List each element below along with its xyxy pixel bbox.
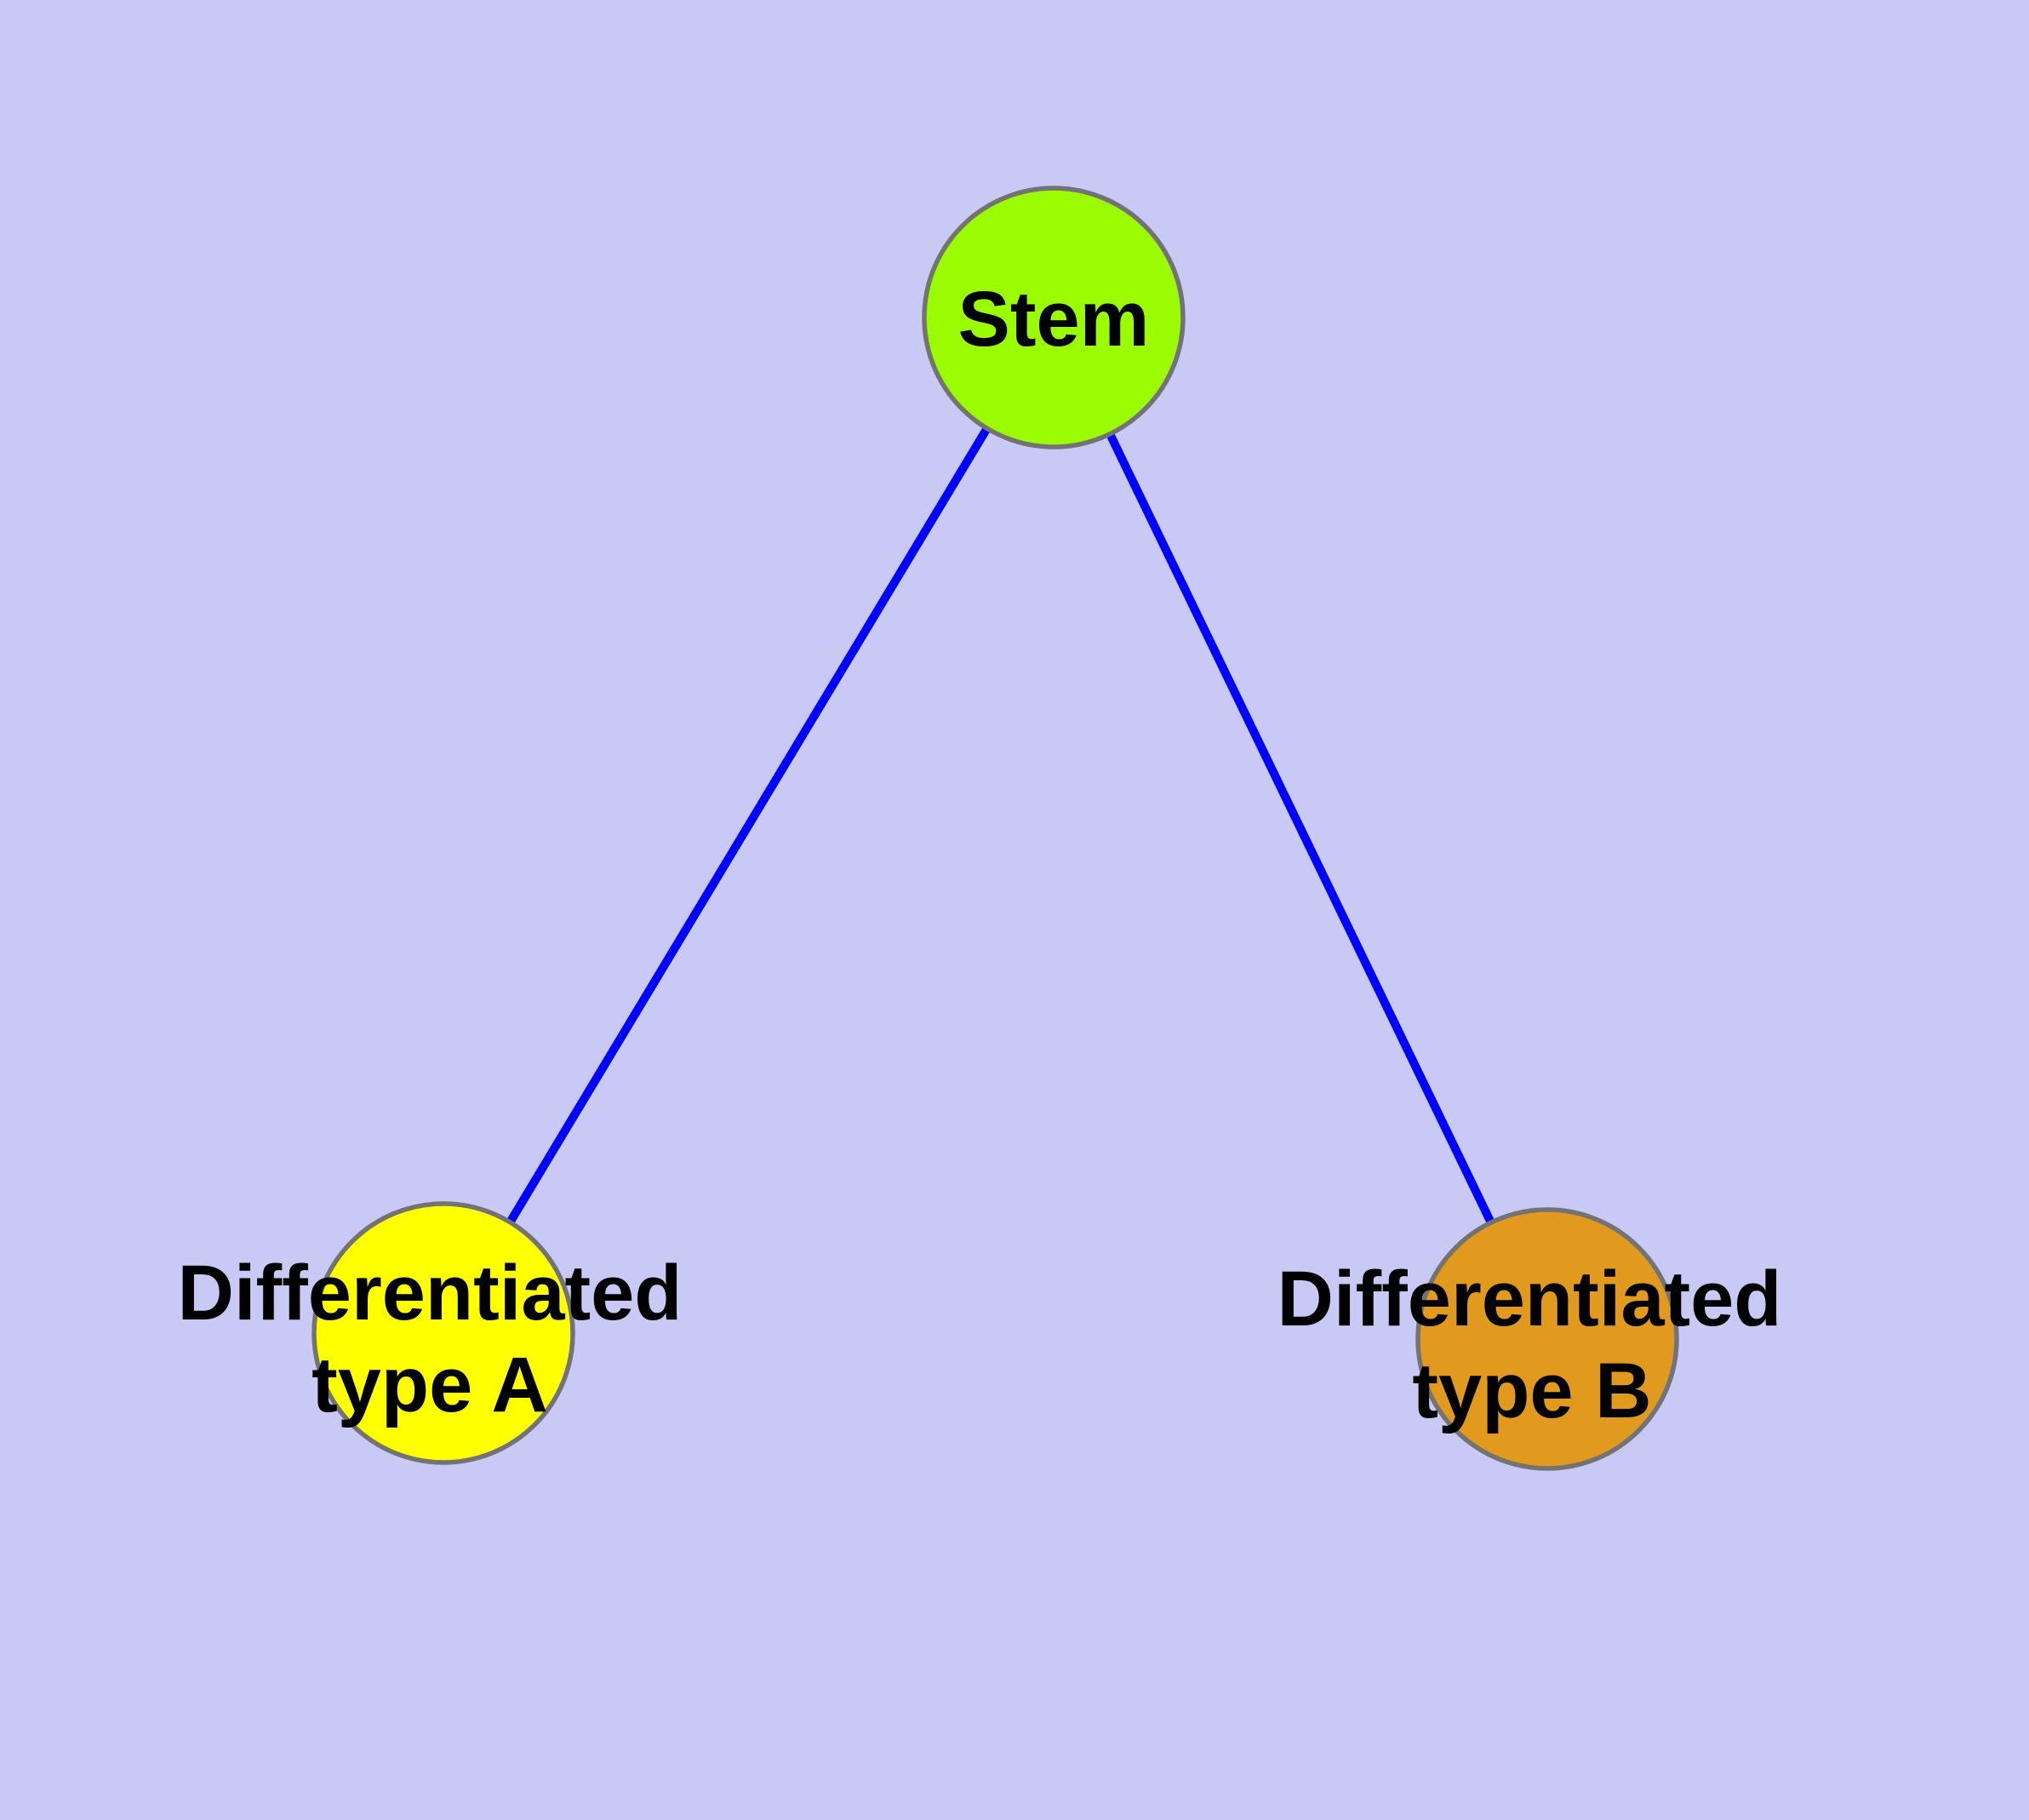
node-differentiated-type-a [311, 1201, 575, 1465]
node-type-a-label-line1: Differentiated [178, 1250, 683, 1336]
edge-stem-to-type-b [1049, 315, 1552, 1342]
node-type-b-label-line1: Differentiated [1277, 1256, 1782, 1342]
node-differentiated-type-b [1415, 1207, 1679, 1471]
node-type-a-label-line2: type A [311, 1342, 548, 1428]
node-stem [922, 186, 1186, 449]
edge-stem-to-type-a [439, 315, 1058, 1336]
node-type-b-label-line2: type B [1412, 1348, 1651, 1434]
node-stem-label: Stem [958, 276, 1150, 363]
